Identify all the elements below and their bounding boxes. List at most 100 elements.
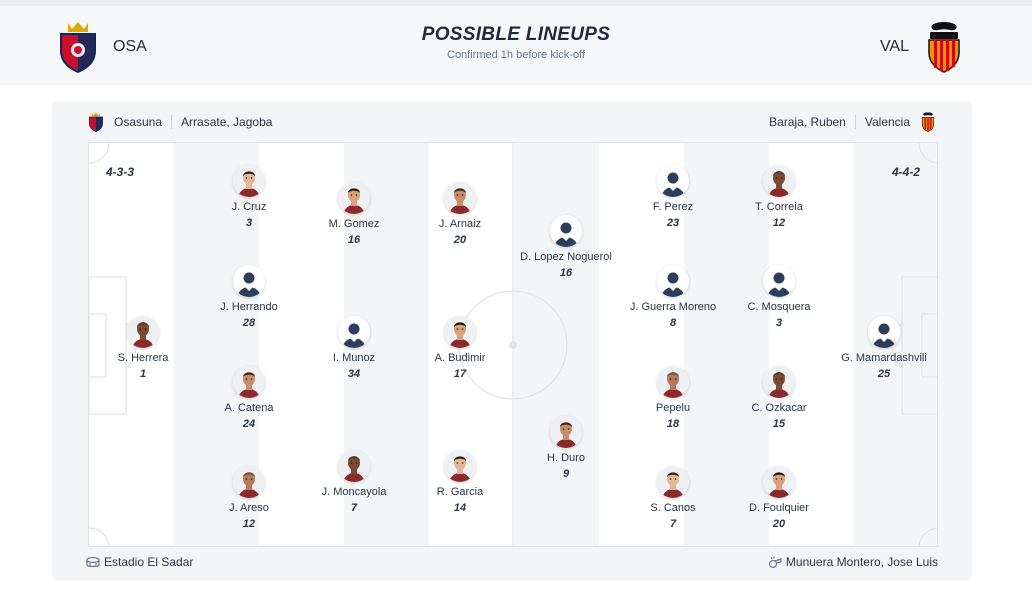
player-number: 28 [242,317,256,329]
home-formation: 4-3-3 [106,165,135,179]
player-silhouette-icon [657,265,689,297]
player-silhouette-icon [233,265,265,297]
referee-info: Munuera Montero, Jose Luis [768,555,938,569]
player-number: 1 [139,368,147,380]
whistle-icon [768,556,782,569]
player-name: J. Herrando [220,301,278,313]
home-team[interactable]: OSA [58,21,147,73]
top-strip [0,0,1032,6]
match-footer: Estadio El Sadar Munuera Montero, Jose L… [52,553,972,573]
player-card[interactable]: J. Moncayola 7 [294,450,414,514]
pitch-stripe [854,143,937,546]
player-silhouette-icon [657,165,689,197]
player-number: 23 [666,217,680,229]
player-name: A. Catena [224,402,274,414]
player-name: D. Lopez Noguerol [520,251,612,263]
player-number: 3 [775,317,783,329]
player-number: 16 [559,267,573,279]
home-team-name[interactable]: Osasuna [114,115,163,129]
player-name: R. Garcia [436,486,484,498]
home-coach-name[interactable]: Arrasate, Jagoba [181,115,273,129]
coaches-row: Osasuna Arrasate, Jagoba Baraja, Ruben V… [52,101,972,141]
player-card[interactable]: R. Garcia 14 [400,450,520,514]
player-silhouette-icon [763,265,795,297]
player-name: H. Duro [547,452,585,464]
away-coach-info: Baraja, Ruben Valencia [769,112,936,132]
player-photo [127,316,159,348]
player-number: 17 [453,368,467,380]
page-title: POSSIBLE LINEUPS [421,24,611,45]
away-coach-name[interactable]: Baraja, Ruben [769,115,846,129]
player-number: 8 [669,317,677,329]
player-name: J. Moncayola [321,486,387,498]
player-name: C. Ozkacar [751,402,807,414]
player-name: C. Mosquera [747,301,811,313]
player-photo [233,366,265,398]
player-card[interactable]: A. Budimir 17 [400,316,520,380]
divider [854,115,856,129]
player-card[interactable]: T. Correia 12 [719,165,839,229]
player-name: A. Budimir [434,352,486,364]
away-team-name[interactable]: Valencia [864,115,910,129]
player-photo [550,416,582,448]
player-silhouette-icon [868,316,900,348]
player-photo [338,182,370,214]
valencia-crest-icon [921,112,935,132]
player-card[interactable]: J. Guerra Moreno 8 [613,265,733,329]
player-card[interactable]: S. Herrera 1 [89,316,203,380]
stadium-icon [86,556,100,568]
player-photo [444,316,476,348]
player-number: 20 [772,518,786,530]
player-photo [763,165,795,197]
pitch-stripe [684,143,769,546]
away-team-abbr: VAL [879,38,909,55]
player-name: J. Arnaiz [438,218,482,230]
player-name: F. Perez [652,201,694,213]
player-number: 12 [772,217,786,229]
player-name: M. Gomez [328,218,380,230]
player-number: 25 [877,368,891,380]
player-card[interactable]: D. Lopez Noguerol 16 [506,215,626,279]
home-team-abbr: OSA [113,38,147,55]
referee-name[interactable]: Munuera Montero, Jose Luis [785,555,938,569]
player-silhouette-icon [338,316,370,348]
away-team[interactable]: VAL [880,21,964,73]
player-number: 7 [350,502,358,514]
player-silhouette-icon [550,215,582,247]
venue-name[interactable]: Estadio El Sadar [104,555,194,569]
player-name: S. Herrera [117,352,169,364]
player-name: J. Areso [229,502,269,514]
player-card[interactable]: J. Herrando 28 [189,265,309,329]
player-name: J. Guerra Moreno [629,301,717,313]
player-photo [338,450,370,482]
player-card[interactable]: D. Foulquier 20 [719,466,839,530]
page-subtitle: Confirmed 1h before kick-off [447,49,585,61]
player-card[interactable]: F. Perez 23 [613,165,733,229]
player-name: Pepelu [655,402,691,414]
player-card[interactable]: J. Arnaiz 20 [400,182,520,246]
player-name: T. Correia [755,201,803,213]
player-number: 7 [669,518,677,530]
osasuna-crest-icon [60,22,96,73]
player-card[interactable]: C. Mosquera 3 [719,265,839,329]
player-photo [763,466,795,498]
player-name: D. Foulquier [749,502,809,514]
player-photo [444,182,476,214]
player-photo [233,165,265,197]
player-number: 14 [453,502,467,514]
match-header: OSA POSSIBLE LINEUPS Confirmed 1h before… [0,6,1032,85]
player-number: 20 [453,234,467,246]
player-photo [657,466,689,498]
player-number: 3 [245,217,253,229]
